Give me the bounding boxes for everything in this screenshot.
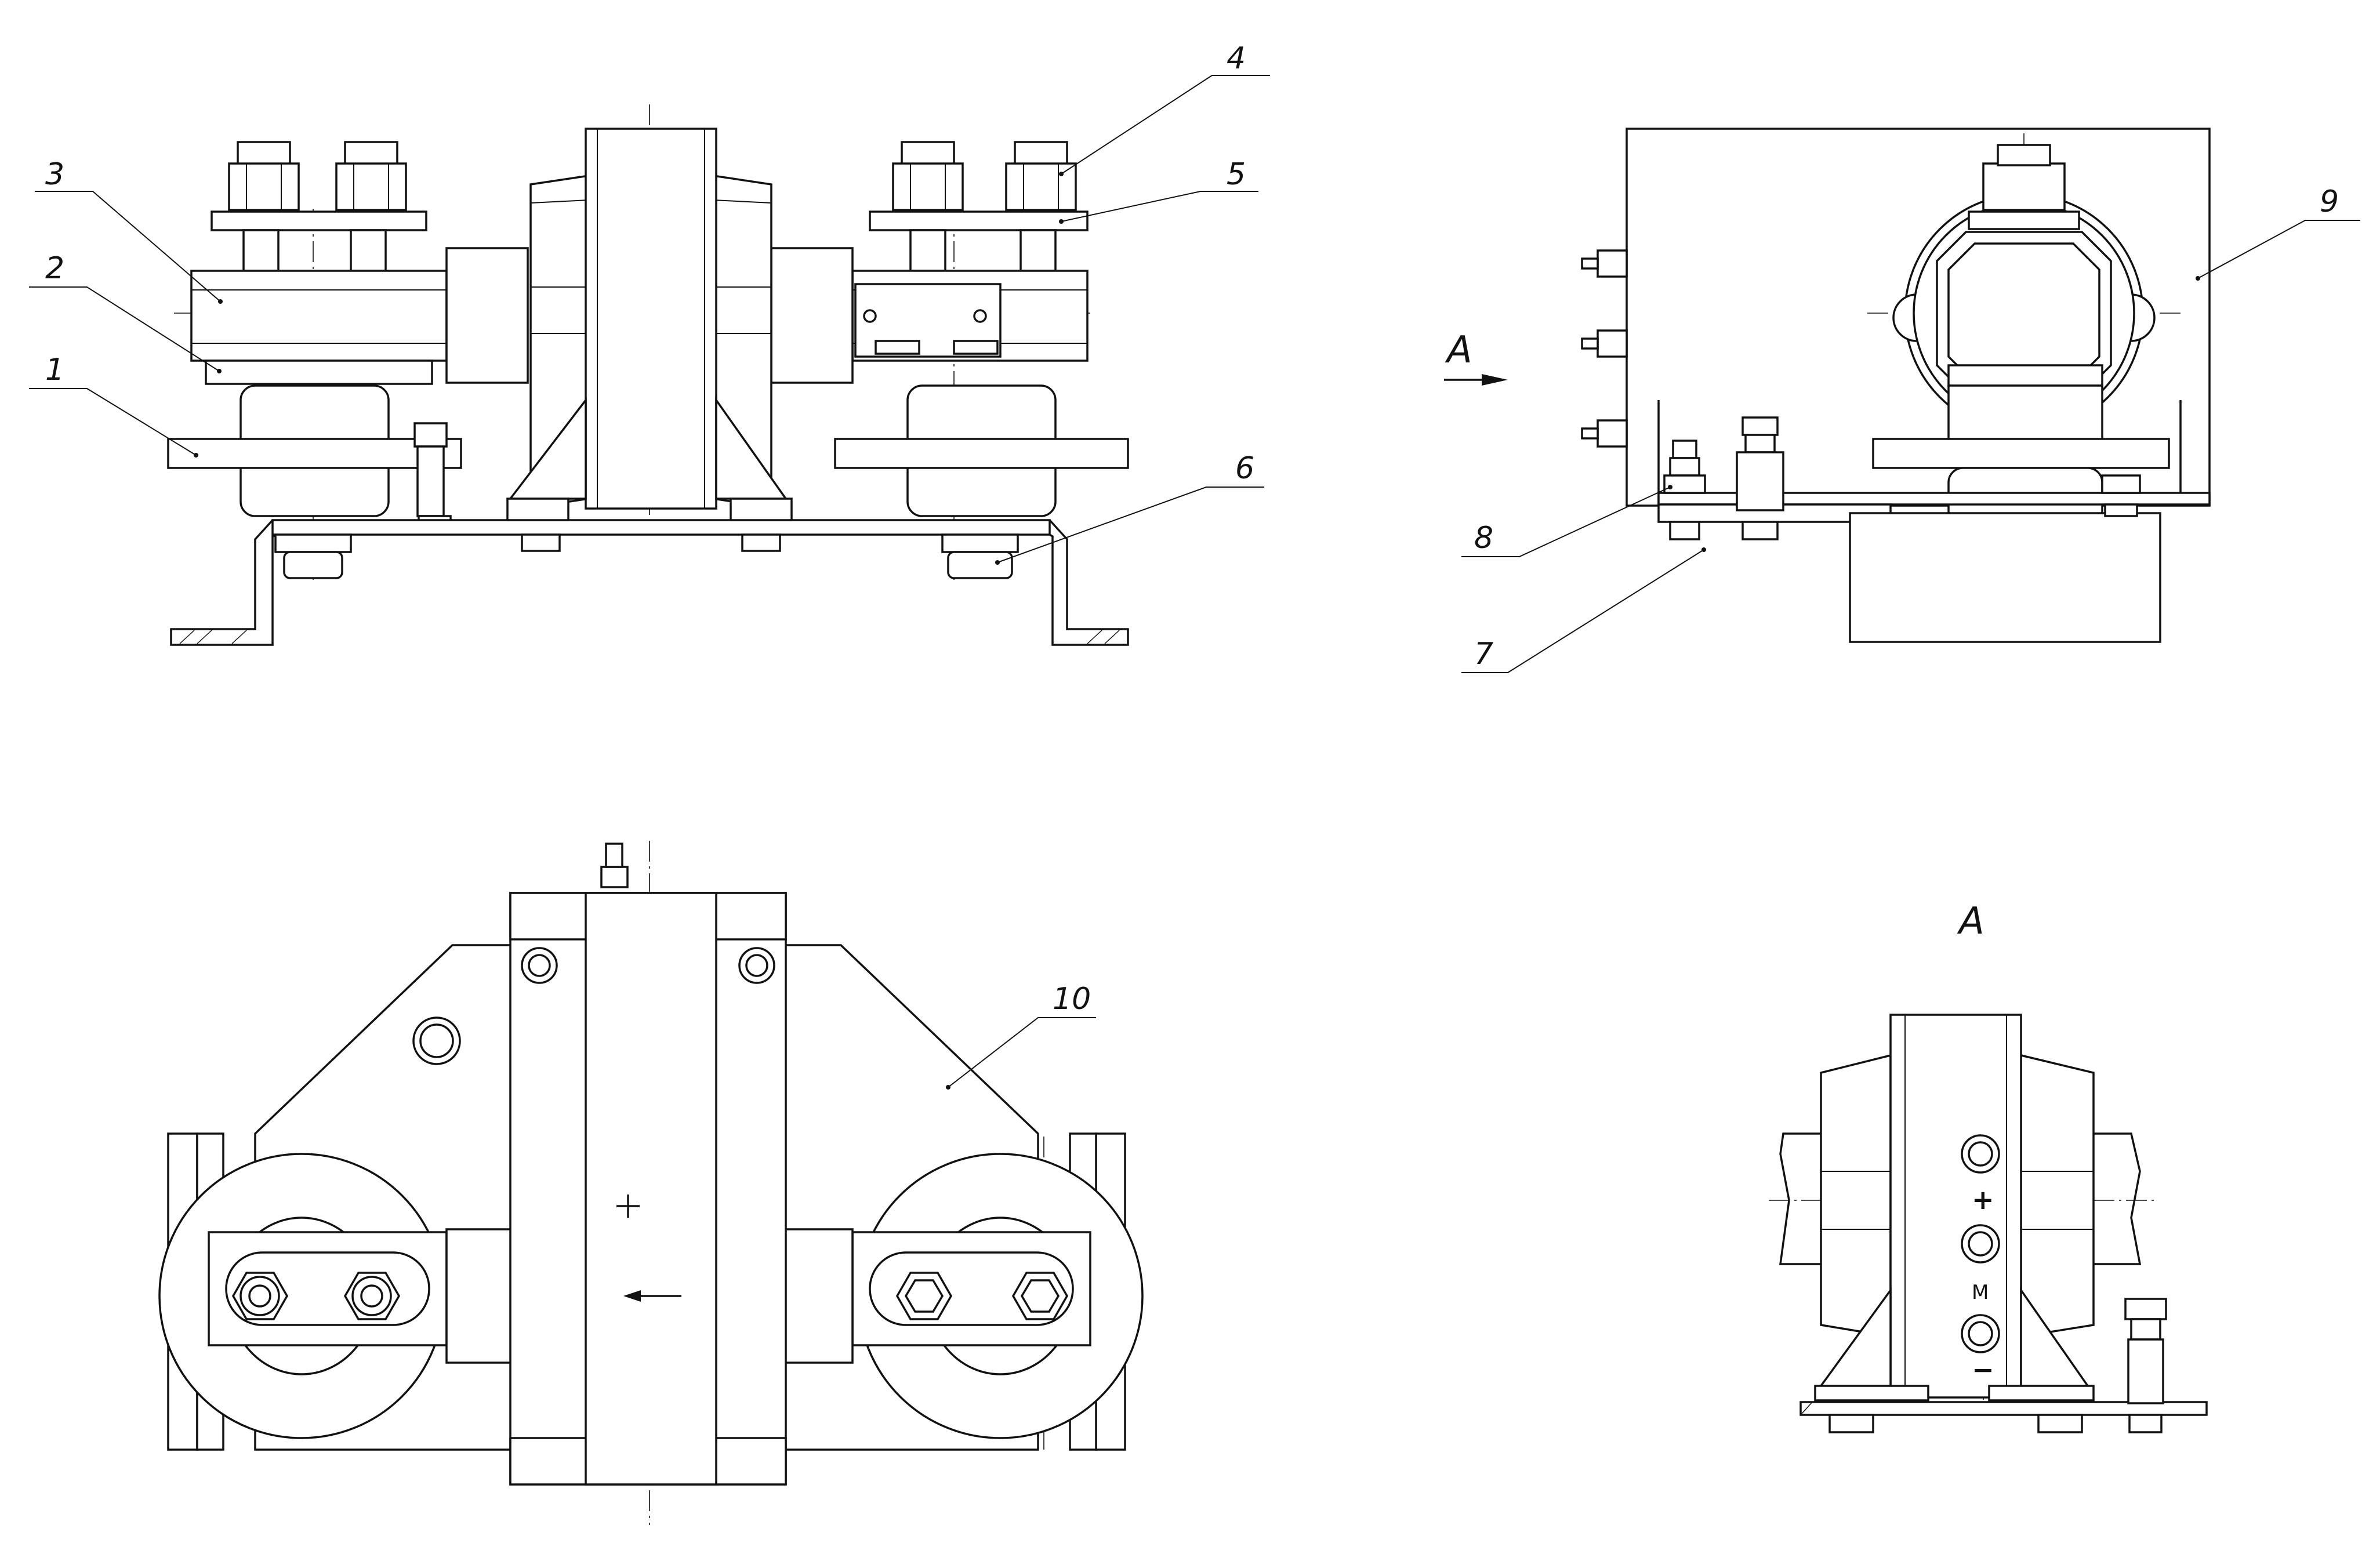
plan-view [158, 841, 1144, 1525]
callout-leaders [29, 75, 2360, 1090]
side-base [1657, 400, 2211, 643]
callout-3: 3 [45, 157, 64, 192]
terminal-labels: + М − [1972, 1184, 1994, 1385]
callout-7: 7 [1474, 637, 1493, 671]
plan-hex-nuts [231, 1272, 1069, 1320]
terminal-m-label: М [1972, 1281, 1989, 1304]
callout-2: 2 [45, 251, 64, 286]
callout-8: 8 [1474, 521, 1493, 556]
terminal-pins [1581, 249, 1628, 448]
callout-5: 5 [1227, 157, 1246, 192]
view-arrow-a [1444, 374, 1508, 386]
callout-9: 9 [2320, 184, 2339, 219]
terminal-plus-label: + [1972, 1184, 1994, 1215]
front-view [167, 104, 1129, 646]
terminal-minus-label: − [1972, 1354, 1994, 1385]
base-bracket [170, 519, 1129, 646]
callout-1: 1 [45, 353, 64, 387]
terminal-screws [1961, 1134, 2000, 1353]
callout-10: 10 [1053, 982, 1091, 1016]
callout-4: 4 [1227, 41, 1246, 76]
right-bolt-assembly [834, 141, 1129, 517]
view-a [1769, 1014, 2208, 1433]
callout-labels: 1 2 3 4 5 6 7 8 9 10 [45, 41, 2339, 1016]
left-bolt-assembly [167, 141, 462, 535]
callout-6: 6 [1235, 451, 1254, 486]
view-a-title: A [1957, 900, 1984, 943]
view-arrow-label: A [1445, 329, 1472, 372]
side-view [1444, 128, 2211, 643]
motor-end-view [1872, 144, 2170, 527]
center-motor-assembly [271, 128, 1051, 552]
